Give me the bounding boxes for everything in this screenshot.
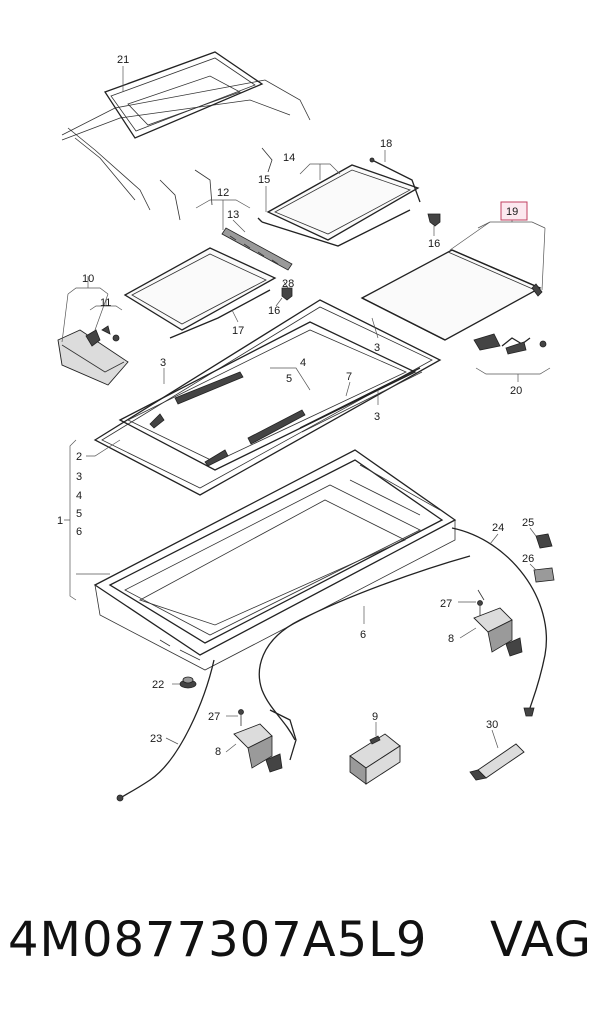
callout-group-3: 3 <box>76 471 82 483</box>
callout-11: 11 <box>100 297 111 309</box>
callout-7: 7 <box>346 371 352 383</box>
callout-12: 12 <box>217 187 229 199</box>
callout-21: 21 <box>117 54 129 66</box>
callout-27-right: 27 <box>440 598 452 610</box>
callout-24: 24 <box>492 522 504 534</box>
callout-3-low: 3 <box>374 411 380 423</box>
callout-4: 4 <box>300 357 306 369</box>
callout-16-mid: 16 <box>268 305 280 317</box>
callout-8-right: 8 <box>448 633 454 645</box>
callout-13: 13 <box>227 209 239 221</box>
glass-panel-12 <box>123 247 277 331</box>
callout-26: 26 <box>522 553 534 565</box>
roof-outline <box>61 79 311 221</box>
callout-3-top: 3 <box>160 357 166 369</box>
glass-panel-14 <box>257 164 420 247</box>
trim-17 <box>169 289 271 339</box>
callout-19: 19 <box>506 206 518 218</box>
control-unit-9 <box>349 733 401 785</box>
callout-17: 17 <box>232 325 244 337</box>
leader-lines <box>61 66 551 753</box>
part-number-text: 4M0877307A5L9 <box>8 912 428 968</box>
drain-channels-4-5 <box>149 371 306 467</box>
seal-strip-7 <box>299 367 423 433</box>
callout-19-highlight <box>500 201 528 221</box>
callout-23: 23 <box>150 733 162 745</box>
cable-6 <box>258 555 485 741</box>
callout-14: 14 <box>283 152 295 164</box>
callout-1: 1 <box>57 515 63 527</box>
callout-18: 18 <box>380 138 392 150</box>
sunroof-exploded-diagram: 21 18 14 15 16 12 13 19 10 11 28 16 17 3… <box>57 51 555 802</box>
parts-20 <box>473 333 547 355</box>
callout-group-5: 5 <box>76 508 82 520</box>
callout-20: 20 <box>510 385 522 397</box>
main-frame-1 <box>93 449 457 671</box>
clip-28 <box>281 287 293 301</box>
seal-strip-13 <box>221 227 293 271</box>
callout-22: 22 <box>152 679 164 691</box>
seal-frame-3 <box>93 299 442 496</box>
callout-9: 9 <box>372 711 378 723</box>
motor-8-left <box>233 709 297 773</box>
inner-frame-2 <box>118 321 417 471</box>
callout-3-right: 3 <box>374 342 380 354</box>
callout-8-left: 8 <box>215 746 221 758</box>
cable-24 <box>451 527 547 717</box>
clip-16-top <box>427 213 441 227</box>
callout-15: 15 <box>258 174 270 186</box>
callout-25: 25 <box>522 517 534 529</box>
callout-16-top: 16 <box>428 238 440 250</box>
caption-bar: 4M0877307A5L9 VAG <box>8 905 592 975</box>
bracket-26 <box>533 567 555 583</box>
callout-group-2: 2 <box>76 451 82 463</box>
callout-27-left: 27 <box>208 711 220 723</box>
sunblind-19 <box>360 249 543 341</box>
callout-6: 6 <box>360 629 366 641</box>
brand-text: VAG <box>490 912 592 968</box>
seal-18 <box>369 157 421 203</box>
deflector-10 <box>57 329 129 386</box>
roof-seal-21 <box>104 51 264 139</box>
bracket-25 <box>535 533 553 549</box>
callout-10: 10 <box>82 273 94 285</box>
callout-group-4: 4 <box>76 490 82 502</box>
callout-30: 30 <box>486 719 498 731</box>
callout-5: 5 <box>286 373 292 385</box>
clips-11 <box>85 325 120 347</box>
callout-group-6: 6 <box>76 526 82 538</box>
drain-hose-23 <box>116 659 215 802</box>
motor-8-right <box>473 600 523 657</box>
callout-28: 28 <box>282 278 294 290</box>
callout-labels: 21 18 14 15 16 12 13 19 10 11 28 16 17 3… <box>57 54 534 758</box>
grommet-22 <box>179 676 197 689</box>
grease-tube-30 <box>469 743 525 781</box>
